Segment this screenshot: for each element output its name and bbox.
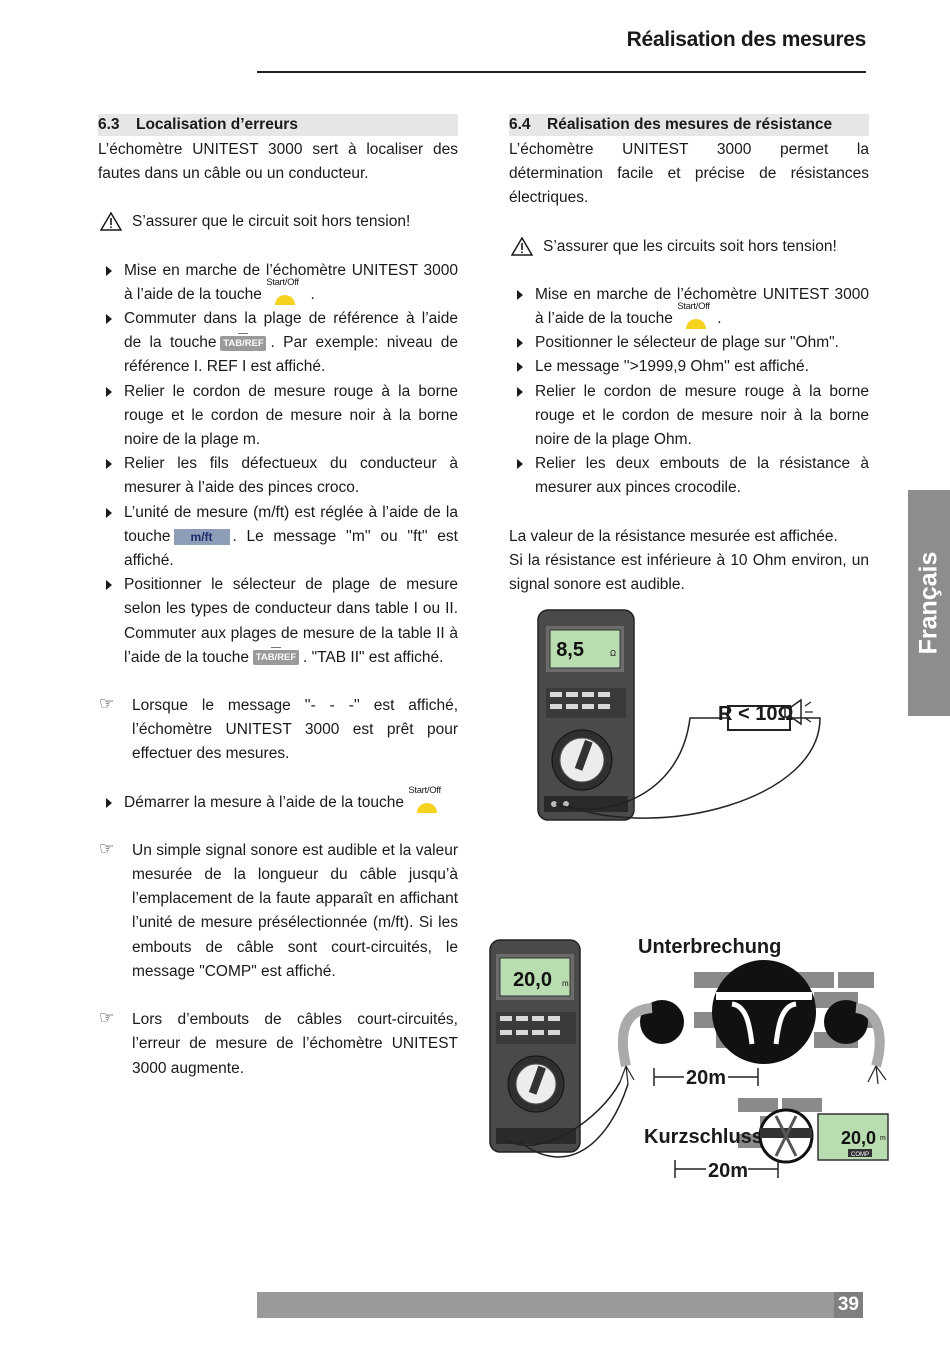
- list-item: Relier les fils défectueux du conducteur…: [98, 452, 458, 500]
- mft-key-icon: m/ft: [173, 528, 230, 545]
- bullet-arrow-icon: [106, 386, 112, 397]
- test-lead: [519, 1083, 629, 1158]
- warning-text: S’assurer que les circuits soit hors ten…: [543, 237, 837, 255]
- bullet-arrow-icon: [517, 459, 523, 470]
- warning-icon: [100, 212, 122, 232]
- section-title: Réalisation des mesures de résistance: [547, 116, 833, 133]
- section-number: 6.4: [509, 116, 531, 133]
- bullet-arrow-icon: [517, 362, 523, 373]
- right-column: 6.4 Réalisation des mesures de résistance…: [509, 114, 869, 597]
- note-item: ☞Lorsque le message ''- - -'' est affich…: [99, 694, 458, 763]
- warning-note: S’assurer que les circuits soit hors ten…: [509, 235, 869, 259]
- intro-paragraph: L’échomètre UNITEST 3000 sert à localise…: [98, 141, 458, 183]
- distance-label: 20m: [686, 1067, 726, 1089]
- list-item: Démarrer la mesure à l’aide de la touche…: [98, 785, 458, 815]
- warning-icon: [511, 236, 533, 256]
- multimeter-bottom: [489, 939, 581, 1153]
- intro-paragraph: L’échomètre UNITEST 3000 permet la déter…: [509, 141, 869, 207]
- bullet-arrow-icon: [106, 314, 112, 325]
- bullet-arrow-icon: [517, 386, 523, 397]
- lcd-unit-bottom: m: [562, 979, 569, 988]
- bullet-arrow-icon: [106, 507, 112, 518]
- start-off-key-icon: Start/Off: [408, 785, 448, 815]
- list-item: Le message ''>1999,9 Ohm'' est affiché.: [509, 355, 869, 379]
- list-item: Relier les deux embouts de la résistance…: [509, 452, 869, 500]
- bullet-arrow-icon: [106, 797, 112, 808]
- note-item: ☞Un simple signal sonore est audible et …: [99, 838, 458, 980]
- section-title: Localisation d’erreurs: [136, 116, 298, 133]
- page-title: Réalisation des mesures: [626, 28, 867, 51]
- test-lead: [567, 717, 821, 819]
- tab-ref-key-icon: TAB/REF: [220, 332, 267, 351]
- lcd-value-top: 8,5: [556, 639, 584, 661]
- speaker-icon: [784, 698, 813, 726]
- bullet-arrow-icon: [106, 265, 112, 276]
- bullet-arrow-icon: [106, 580, 112, 591]
- lcd-unit-small: m: [880, 1135, 886, 1142]
- bullet-arrow-icon: [517, 338, 523, 349]
- warning-text: S’assurer que le circuit soit hors tensi…: [132, 213, 411, 231]
- list-item: Mise en marche de l’échomètre UNITEST 30…: [509, 283, 869, 331]
- bullet-arrow-icon: [106, 459, 112, 470]
- pointing-hand-icon: ☞: [99, 694, 115, 714]
- label-unterbrechung: Unterbrechung: [638, 936, 781, 958]
- label-kurzschluss: Kurzschluss: [644, 1126, 763, 1148]
- list-item: L’unité de mesure (m/ft) est réglée à l’…: [98, 501, 458, 574]
- lcd-comp: COMP: [851, 1152, 869, 1158]
- lcd-unit-top: Ω: [610, 649, 616, 658]
- distance-label: 20m: [708, 1160, 748, 1182]
- page-number: 39: [833, 1292, 863, 1318]
- list-item: Relier le cordon de mesure rouge à la bo…: [98, 380, 458, 453]
- lcd-value-small: 20,0: [841, 1128, 876, 1148]
- tab-ref-key-icon: TAB/REF: [252, 647, 299, 666]
- measurement-figure: 8,5 Ω R < 10Ω 20,0 m Unterbrechung: [489, 609, 889, 1182]
- bullet-arrow-icon: [517, 289, 523, 300]
- start-off-key-icon: Start/Off: [266, 278, 306, 307]
- section-number: 6.3: [98, 116, 120, 133]
- list-item: Commuter dans la plage de référence à l’…: [98, 307, 458, 380]
- footer-bar: 39: [257, 1292, 863, 1318]
- list-item: Relier le cordon de mesure rouge à la bo…: [509, 380, 869, 453]
- warning-note: S’assurer que le circuit soit hors tensi…: [98, 210, 458, 234]
- pointing-hand-icon: ☞: [99, 1008, 115, 1028]
- resistance-label: R < 10Ω: [718, 703, 794, 725]
- section-heading-6-4: 6.4 Réalisation des mesures de résistance: [509, 114, 869, 136]
- title-rule: [257, 71, 866, 73]
- start-off-key-icon: Start/Off: [677, 302, 717, 331]
- test-lead: [505, 1081, 621, 1146]
- note-item: ☞Lors d’embouts de câbles court-circuité…: [99, 1008, 458, 1077]
- resistor-icon: [727, 705, 791, 731]
- list-item: Mise en marche de l’échomètre UNITEST 30…: [98, 259, 458, 307]
- section-heading-6-3: 6.3 Localisation d’erreurs: [98, 114, 458, 136]
- language-tab: Français: [908, 490, 950, 716]
- result-paragraph: La valeur de la résistance mesurée est a…: [509, 527, 838, 545]
- result-paragraph: Si la résistance est inférieure à 10 Ohm…: [509, 551, 869, 594]
- lcd-value-bottom: 20,0: [513, 969, 552, 991]
- left-column: 6.3 Localisation d’erreurs L’échomètre UN…: [98, 114, 458, 1081]
- list-item: Positionner le sélecteur de plage sur "O…: [509, 331, 869, 355]
- list-item: Positionner le sélecteur de plage de mes…: [98, 573, 458, 670]
- multimeter-top: [537, 609, 635, 821]
- pointing-hand-icon: ☞: [99, 838, 115, 858]
- cable-break-lens: [712, 960, 816, 1064]
